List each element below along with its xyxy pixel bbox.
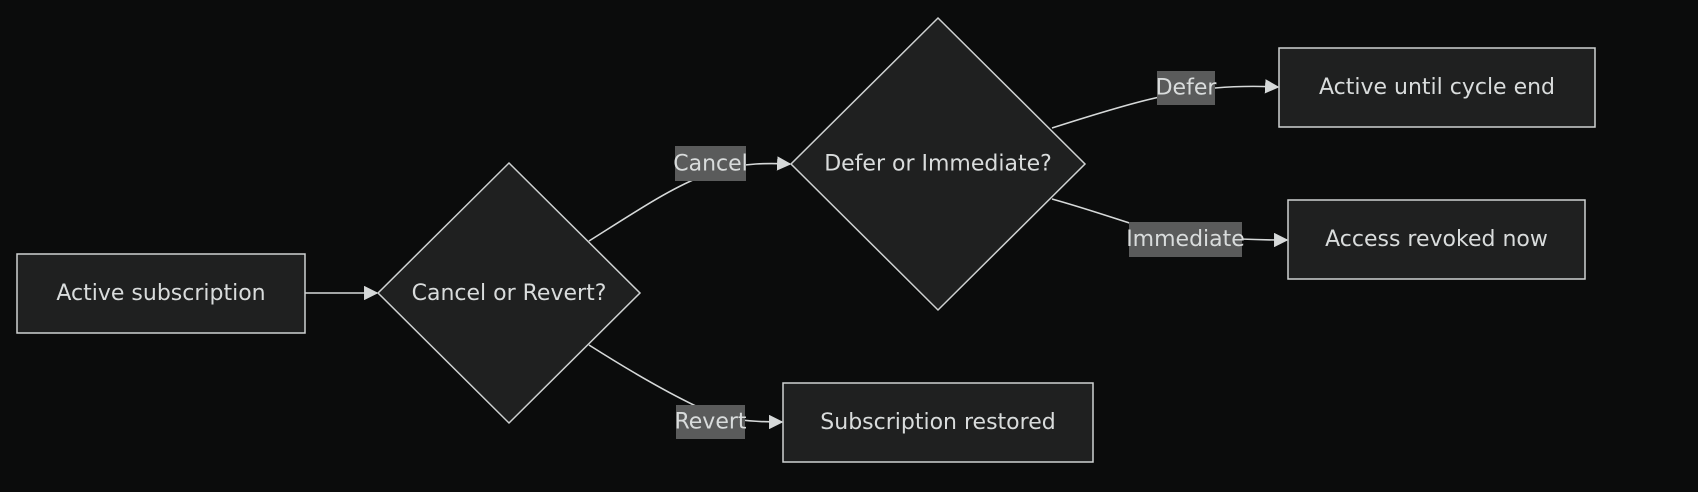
node-access-revoked-now: Access revoked now — [1287, 199, 1586, 280]
node-defer-or-immediate-label: Defer or Immediate? — [824, 152, 1052, 177]
node-defer-or-immediate: Defer or Immediate? — [789, 16, 1087, 312]
nodes: Active subscription Cancel or Revert? De… — [16, 16, 1596, 463]
node-subscription-restored: Subscription restored — [782, 382, 1094, 463]
edge-label-revert-text: Revert — [674, 410, 746, 435]
edge-label-defer: Defer — [1156, 71, 1218, 105]
edge-label-defer-text: Defer — [1156, 76, 1218, 101]
node-active-subscription-box — [16, 253, 306, 334]
edge-label-immediate: Immediate — [1126, 222, 1245, 257]
node-subscription-restored-box — [782, 382, 1094, 463]
node-defer-or-immediate-diamond — [789, 16, 1087, 312]
node-cancel-or-revert: Cancel or Revert? — [376, 161, 642, 425]
node-active-subscription: Active subscription — [16, 253, 306, 334]
node-cancel-or-revert-diamond — [376, 161, 642, 425]
edge-label-immediate-text: Immediate — [1126, 227, 1245, 252]
node-active-until-cycle-end-label: Active until cycle end — [1319, 75, 1555, 100]
edge-label-revert-bg — [676, 405, 745, 439]
edge-label-defer-bg — [1157, 71, 1215, 105]
edge-label-revert: Revert — [674, 405, 747, 439]
node-active-until-cycle-end: Active until cycle end — [1278, 47, 1596, 128]
edge-label-cancel: Cancel — [673, 146, 748, 181]
edge-label-immediate-bg — [1129, 222, 1242, 257]
edge-label-cancel-bg — [675, 146, 746, 181]
node-active-subscription-label: Active subscription — [56, 281, 265, 306]
edge-labels: Cancel Revert Defer Immediate — [673, 71, 1245, 439]
node-subscription-restored-label: Subscription restored — [820, 410, 1055, 435]
node-access-revoked-now-box — [1287, 199, 1586, 280]
node-active-until-cycle-end-box — [1278, 47, 1596, 128]
node-cancel-or-revert-label: Cancel or Revert? — [412, 281, 607, 306]
node-access-revoked-now-label: Access revoked now — [1325, 227, 1548, 252]
edge-label-cancel-text: Cancel — [673, 152, 748, 177]
